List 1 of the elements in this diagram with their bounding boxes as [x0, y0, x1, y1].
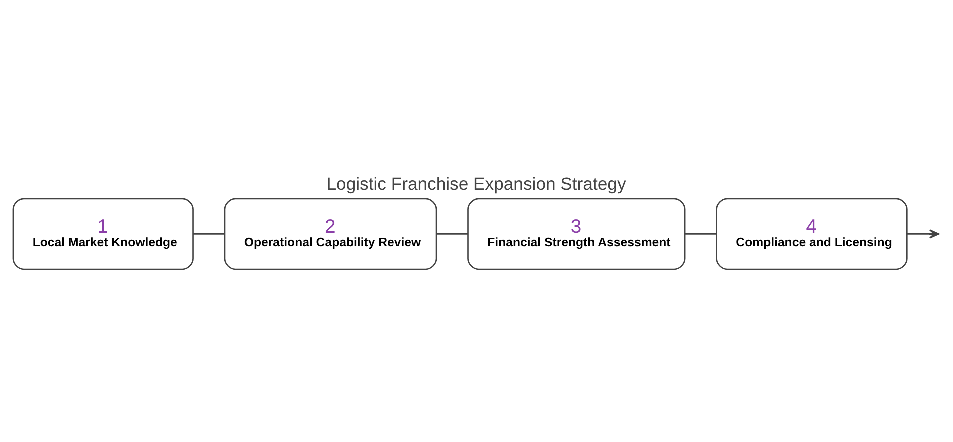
diagram-title: Logistic Franchise Expansion Strategy [326, 174, 626, 194]
